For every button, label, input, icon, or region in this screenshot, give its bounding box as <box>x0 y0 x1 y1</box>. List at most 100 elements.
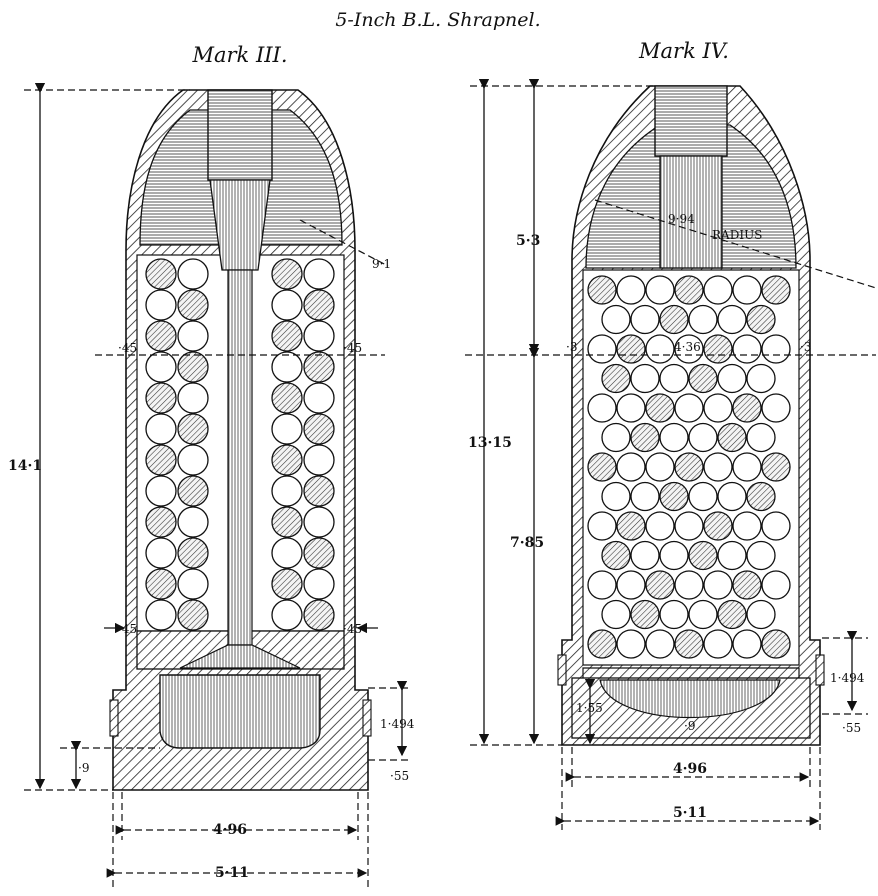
shrapnel-ball <box>303 475 335 507</box>
shrapnel-ball <box>271 413 303 445</box>
mark-iii-band-offset: ·55 <box>390 769 409 783</box>
mark-iii-band-width: 1·494 <box>380 717 415 731</box>
shrapnel-ball <box>703 570 733 600</box>
shrapnel-ball <box>303 599 335 631</box>
shrapnel-ball <box>761 452 791 482</box>
mark-iii-base-thickness: ·9 <box>78 761 89 775</box>
shrapnel-ball <box>645 570 675 600</box>
shrapnel-ball <box>601 599 631 630</box>
shrapnel-ball <box>717 363 747 394</box>
shrapnel-ball <box>732 393 762 423</box>
shrapnel-ball <box>703 511 733 541</box>
mark-iv-head-length: 5·3 <box>516 233 540 249</box>
mark-iii-overall-length: 14·1 <box>8 458 42 474</box>
shrapnel-ball <box>732 629 762 659</box>
shrapnel-ball <box>303 568 335 600</box>
mark-iii-tube-flare <box>179 644 301 669</box>
shrapnel-ball <box>703 275 733 305</box>
shrapnel-ball <box>688 422 718 453</box>
mark-iv-body-length: 7·85 <box>510 535 544 551</box>
shrapnel-ball <box>303 506 335 538</box>
shrapnel-ball <box>177 599 209 631</box>
shrapnel-ball <box>303 289 335 321</box>
mark-iv-inner-diameter: 4·96 <box>673 761 707 777</box>
shrapnel-ball <box>746 540 776 571</box>
shrapnel-ball <box>732 334 762 364</box>
shrapnel-ball <box>732 570 762 600</box>
shrapnel-ball <box>601 540 631 571</box>
shrapnel-ball <box>674 393 704 423</box>
shrapnel-ball <box>717 540 747 571</box>
shrapnel-ball <box>659 540 689 571</box>
shrapnel-ball <box>746 422 776 453</box>
mark-iii-heading: Mark III. <box>191 43 287 67</box>
mark-iii-wall-lower-right: ·45 <box>343 622 362 636</box>
shrapnel-ball <box>601 304 631 335</box>
mark-iii-powder-chamber <box>159 674 321 749</box>
mark-iii-wall-upper-left: ·45 <box>118 341 137 355</box>
shrapnel-ball <box>645 629 675 659</box>
shrapnel-ball <box>177 289 209 321</box>
shrapnel-ball <box>761 511 791 541</box>
shrapnel-ball <box>271 351 303 383</box>
mark-iii-driving-band-left <box>109 699 119 737</box>
diagram-title: 5-Inch B.L. Shrapnel. <box>335 9 540 31</box>
mark-iv-fuze-socket <box>654 85 728 157</box>
shrapnel-ball <box>732 275 762 305</box>
shrapnel-ball <box>746 304 776 335</box>
shrapnel-ball <box>717 422 747 453</box>
shrapnel-ball <box>674 452 704 482</box>
shrapnel-ball <box>630 304 660 335</box>
shrapnel-ball <box>145 351 177 383</box>
mark-iv-wall-left: ·3 <box>566 340 577 354</box>
mark-iii-shell <box>95 89 385 791</box>
shrapnel-ball <box>761 275 791 305</box>
shrapnel-ball <box>761 570 791 600</box>
shrapnel-ball <box>587 393 617 423</box>
shrapnel-ball <box>717 304 747 335</box>
shrapnel-ball <box>303 382 335 414</box>
shrapnel-ball <box>145 475 177 507</box>
shrapnel-ball <box>688 599 718 630</box>
mark-iv-driving-band-left <box>557 654 567 686</box>
mark-iv-powder-chamber <box>599 679 781 718</box>
shrapnel-ball <box>177 506 209 538</box>
shrapnel-ball <box>688 304 718 335</box>
mark-iv-base-thickness: ·9 <box>684 719 695 733</box>
shrapnel-ball <box>177 258 209 290</box>
shrapnel-ball <box>659 363 689 394</box>
shrapnel-ball <box>659 599 689 630</box>
shrapnel-ball <box>601 363 631 394</box>
shrapnel-ball <box>703 629 733 659</box>
shrapnel-ball <box>717 599 747 630</box>
shrapnel-ball <box>303 258 335 290</box>
shrapnel-ball <box>145 258 177 290</box>
shrapnel-ball <box>674 275 704 305</box>
shrapnel-ball <box>145 413 177 445</box>
shrapnel-ball <box>703 452 733 482</box>
shrapnel-ball <box>761 334 791 364</box>
shrapnel-ball <box>645 452 675 482</box>
mark-iv-shell <box>465 85 876 746</box>
shrapnel-ball <box>688 481 718 512</box>
shrapnel-ball <box>761 393 791 423</box>
shrapnel-ball <box>688 363 718 394</box>
shrapnel-ball <box>145 599 177 631</box>
mark-iv-fuze-tube <box>659 155 723 269</box>
shrapnel-ball <box>271 444 303 476</box>
shrapnel-ball <box>616 334 646 364</box>
shrapnel-ball <box>177 382 209 414</box>
shrapnel-ball <box>177 413 209 445</box>
shrapnel-ball <box>145 289 177 321</box>
shrapnel-ball <box>659 481 689 512</box>
shrapnel-ball <box>616 629 646 659</box>
shrapnel-ball <box>271 537 303 569</box>
shrapnel-ball <box>717 481 747 512</box>
shrapnel-ball <box>145 444 177 476</box>
shrapnel-ball <box>601 481 631 512</box>
shrapnel-ball <box>645 275 675 305</box>
shrapnel-ball <box>587 570 617 600</box>
shrapnel-ball <box>761 629 791 659</box>
